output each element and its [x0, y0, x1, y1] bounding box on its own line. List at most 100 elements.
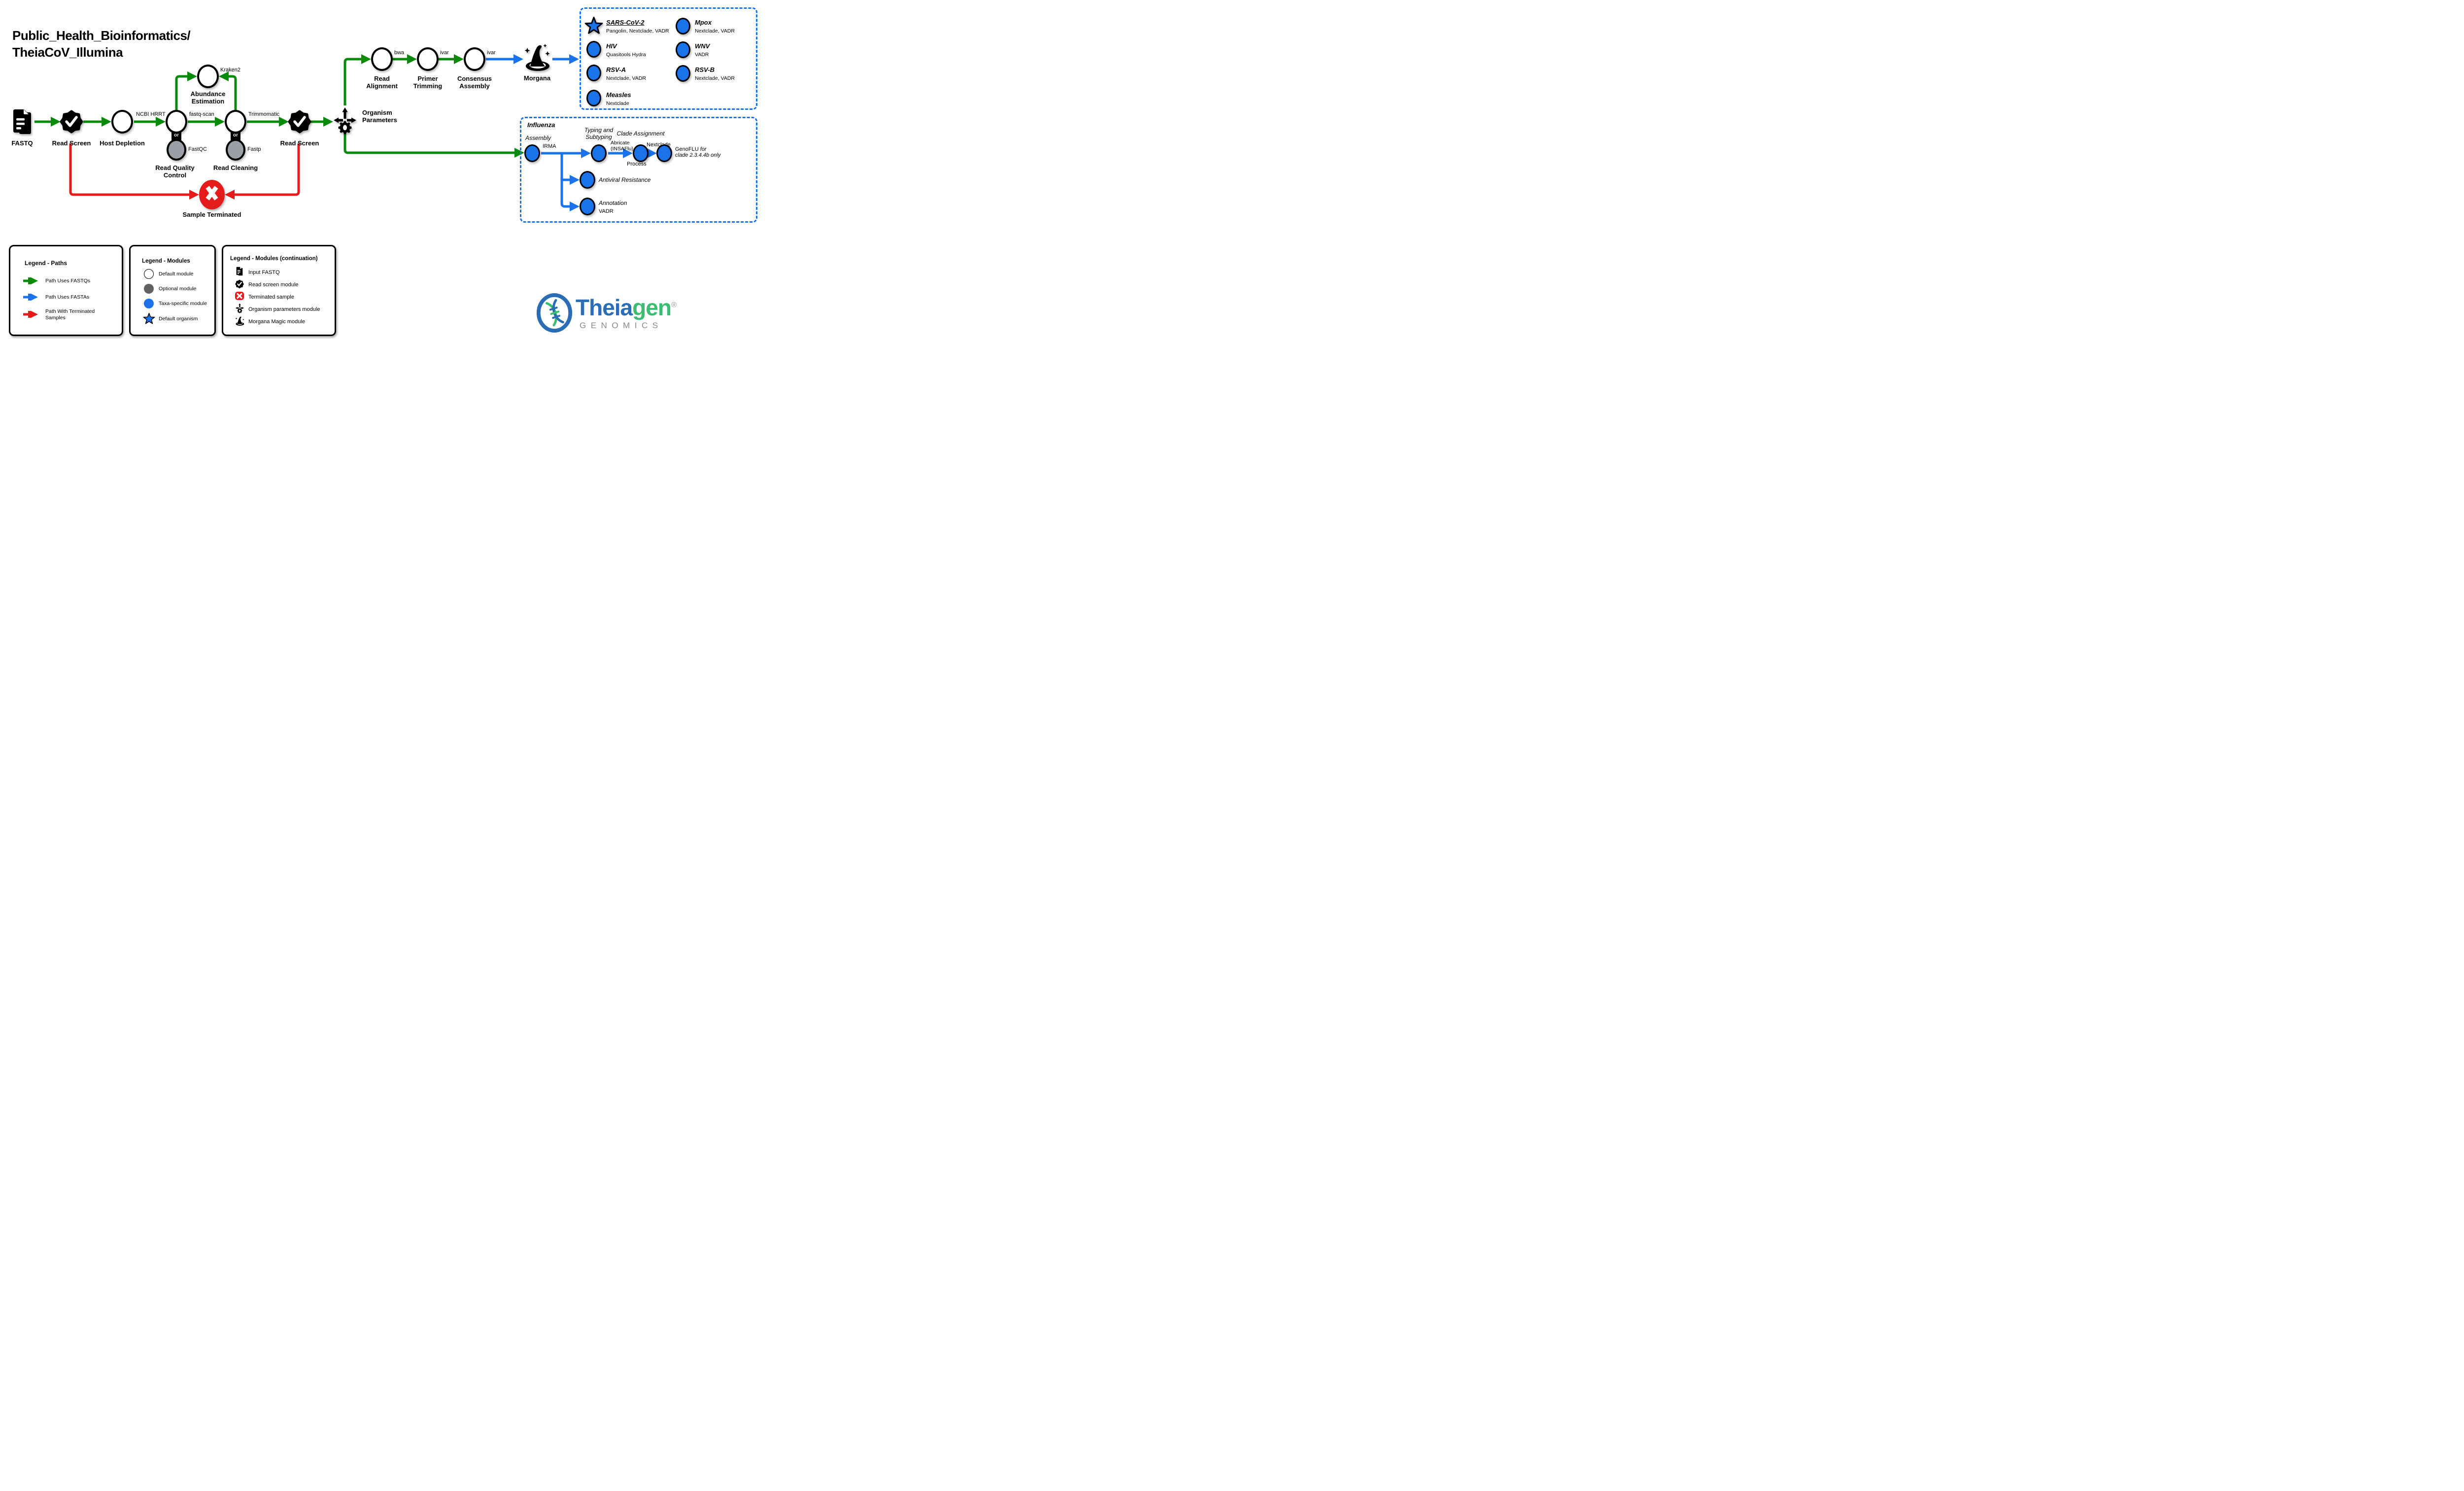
read-cleaning-node [225, 110, 246, 134]
read-screen-2-badge-icon [288, 110, 311, 134]
process-label: Process [627, 161, 647, 167]
organism-name: HIV [606, 42, 617, 50]
page-title-line1: Public_Health_Bioinformatics/ [12, 28, 191, 43]
read-quality-control-label: Read Quality Control [155, 164, 195, 179]
legend-cont-item: Terminated sample [248, 294, 294, 300]
green-arrow-icon [23, 277, 38, 284]
organism-tools: Pangolin, Nextclade, VADR [606, 28, 669, 34]
theiagen-wordmark: Theiagen® [576, 295, 677, 320]
primer-trimming-tool-label: ivar [440, 50, 449, 56]
sars-cov-2-star-icon [584, 17, 603, 34]
consensus-assembly-tool-label: ivar [487, 50, 496, 56]
legend-modules-cont-title: Legend - Modules (continuation) [230, 256, 318, 262]
rsv-a-node [586, 65, 601, 81]
organism-name: Mpox [695, 19, 712, 26]
organism-name: Measles [606, 91, 631, 99]
organism-tools: Nextclade, VADR [695, 75, 735, 81]
organism-name: SARS-CoV-2 [606, 19, 645, 26]
red-arrow-icon [23, 311, 38, 318]
page-title: Public_Health_Bioinformatics/ TheiaCoV_I… [12, 27, 191, 61]
registered-mark: ® [671, 301, 677, 309]
terminated-x-icon [205, 186, 218, 201]
mpox-node [676, 18, 690, 34]
edge-organismparams-influenza [343, 132, 524, 158]
legend-path-item: Path Uses FASTQs [45, 278, 91, 284]
influenza-title: Influenza [527, 121, 555, 129]
host-depletion-node [111, 110, 133, 134]
primer-trimming-label: Primer Trimming [413, 75, 443, 90]
consensus-assembly-node [464, 47, 485, 71]
read-alignment-node [371, 47, 393, 71]
rsv-b-node [676, 65, 690, 82]
read-screen-1-label: Read Screen [52, 139, 91, 147]
annotation-label: Annotation [599, 200, 627, 206]
genomics-wordmark: GENOMICS [580, 321, 663, 330]
organism-name: WNV [695, 42, 710, 50]
organism-tools: VADR [695, 52, 709, 58]
legend-modules-title: Legend - Modules [142, 258, 190, 264]
sample-terminated-node [199, 180, 225, 209]
annotation-node [580, 198, 595, 215]
legend-module-item: Taxa-specific module [159, 301, 207, 306]
organism-parameters-module-icon [236, 303, 244, 313]
abundance-estimation-label: Abundance Estimation [190, 90, 226, 105]
fastp-tool-label: Fastp [247, 146, 261, 152]
clade-assignment-label: Clade Assignment [616, 130, 665, 137]
blue-star-icon [143, 313, 155, 324]
read-cleaning-label: Read Cleaning [213, 164, 258, 171]
typing-subtyping-label: Typing and Subtyping [584, 127, 614, 140]
fastp-optional-node [226, 139, 245, 161]
influenza-box [520, 117, 757, 223]
legend-cont-item: Morgana Magic module [248, 319, 305, 325]
organism-parameters-gear-icon [334, 107, 356, 135]
consensus-assembly-label: Consensus Assembly [457, 75, 492, 90]
rqc-tool-label: fastq-scan [189, 111, 214, 117]
clade-assignment-node [633, 144, 649, 162]
gray-circle-icon [144, 284, 154, 294]
legend-path-item: Path Uses FASTAs [45, 294, 90, 300]
fastq-label: FASTQ [11, 139, 33, 147]
read-quality-control-node [166, 110, 187, 134]
antiviral-resistance-node [580, 171, 595, 189]
genoflu-node [656, 144, 672, 162]
wnv-node [676, 41, 690, 58]
measles-node [586, 90, 601, 106]
assembly-tool-label: IRMA [543, 143, 556, 149]
page-title-line2: TheiaCoV_Illumina [12, 45, 123, 60]
fastqc-tool-label: FastQC [188, 146, 207, 152]
legend-path-item: Path With Terminated Samples [45, 308, 95, 321]
hiv-node [586, 41, 601, 58]
morgana-magic-module-icon [235, 316, 244, 326]
input-fastq-icon [236, 267, 243, 276]
legend-modules-cont-box [222, 245, 336, 336]
morgana-magic-hat-icon [524, 44, 550, 71]
annotation-tool-label: VADR [599, 208, 614, 214]
organism-tools: Nextclade, VADR [606, 75, 646, 81]
abundance-tool-label: Kraken2 [220, 67, 240, 73]
legend-paths-box [9, 245, 123, 336]
assembly-label: Assembly [525, 135, 551, 141]
legend-module-item: Default module [159, 271, 194, 277]
typing-subtyping-node [591, 144, 607, 162]
genoflu-label: GenoFLU for clade 2.3.4.4b only [675, 146, 721, 158]
legend-modules-box [129, 245, 216, 336]
organism-tools: Nextclade, VADR [695, 28, 735, 34]
fastqc-optional-node [167, 139, 186, 161]
read-screen-1-badge-icon [60, 110, 83, 134]
antiviral-resistance-label: Antiviral Resistance [599, 176, 651, 183]
blue-arrow-icon [23, 294, 38, 301]
white-circle-icon [144, 269, 154, 279]
read-alignment-tool-label: bwa [394, 50, 405, 56]
read-screen-module-icon [235, 279, 244, 289]
read-alignment-label: Read Alignment [366, 75, 398, 90]
read-screen-2-label: Read Screen [280, 139, 319, 147]
legend-cont-item: Read screen module [248, 282, 299, 288]
organism-tools: Quasitools Hydra [606, 52, 646, 58]
theiagen-logo-icon [536, 293, 573, 333]
fastq-document-icon [13, 109, 31, 134]
legend-module-item: Optional module [159, 286, 197, 292]
legend-module-item: Default organism [159, 316, 198, 322]
primer-trimming-node [417, 47, 439, 71]
workflow-diagram: Public_Health_Bioinformatics/ TheiaCoV_I… [0, 0, 769, 345]
blue-circle-icon [144, 299, 154, 308]
